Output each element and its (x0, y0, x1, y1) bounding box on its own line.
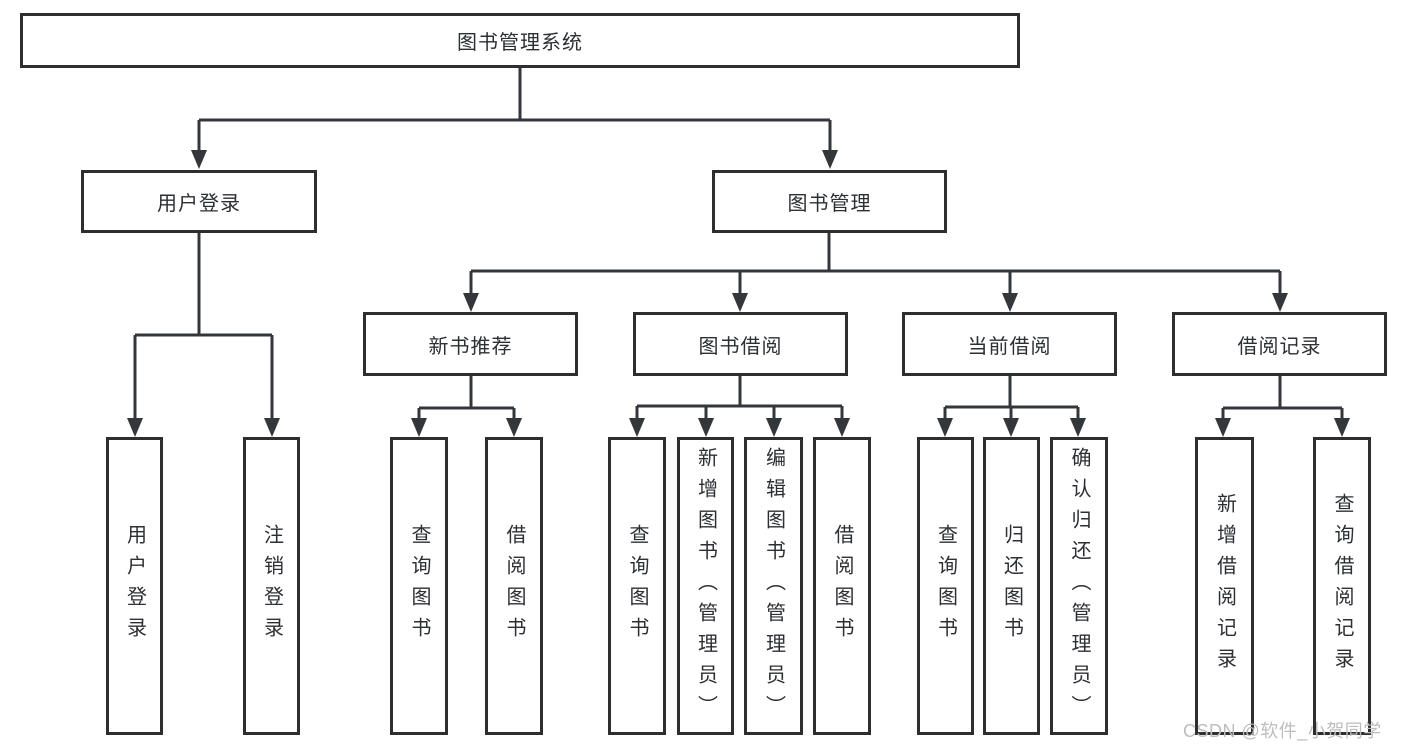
leaf-query-books-recommend: 查询图书 (390, 437, 448, 735)
node-book-borrow-label: 图书借阅 (698, 335, 783, 358)
node-current-borrow: 当前借阅 (902, 312, 1117, 376)
leaf-borrow-books: 借阅图书 (813, 437, 871, 735)
leaf-add-borrow-record-label: 新增借阅记录 (1213, 493, 1236, 679)
node-book-management-label: 图书管理 (787, 193, 872, 215)
leaf-query-books-recommend-label: 查询图书 (408, 524, 430, 648)
node-new-book-recommend-label: 新书推荐 (428, 335, 513, 358)
node-borrow-records: 借阅记录 (1172, 312, 1387, 376)
csdn-watermark: CSDN @软件_小贺同学 (1183, 721, 1382, 741)
leaf-edit-books-admin-label: 编辑图书（管理员） (762, 446, 785, 726)
leaf-query-books-current-label: 查询图书 (934, 524, 957, 648)
leaf-logout-label: 注销登录 (260, 524, 283, 648)
leaf-user-login: 用户登录 (106, 437, 163, 735)
leaf-edit-books-admin: 编辑图书（管理员） (744, 437, 803, 735)
leaf-query-borrow-record-label: 查询借阅记录 (1331, 493, 1353, 679)
node-book-borrow: 图书借阅 (633, 312, 848, 376)
leaf-confirm-return-admin: 确认归还（管理员） (1050, 437, 1108, 735)
leaf-add-books-admin-label: 新增图书（管理员） (694, 446, 717, 726)
node-new-book-recommend: 新书推荐 (363, 312, 578, 376)
leaf-borrow-books-recommend: 借阅图书 (485, 437, 543, 735)
leaf-logout: 注销登录 (243, 437, 300, 735)
leaf-return-books-label: 归还图书 (1000, 524, 1023, 648)
leaf-add-borrow-record: 新增借阅记录 (1195, 437, 1254, 735)
leaf-borrow-books-recommend-label: 借阅图书 (503, 524, 525, 648)
node-root-system: 图书管理系统 (20, 13, 1020, 68)
node-root-label: 图书管理系统 (457, 32, 583, 54)
leaf-query-books-borrow-label: 查询图书 (626, 524, 648, 648)
node-current-borrow-label: 当前借阅 (967, 335, 1052, 358)
node-borrow-records-label: 借阅记录 (1237, 335, 1322, 358)
node-book-management: 图书管理 (712, 170, 947, 233)
leaf-user-login-label: 用户登录 (123, 524, 146, 648)
arrowheads (127, 150, 1350, 437)
leaf-borrow-books-label: 借阅图书 (831, 524, 853, 648)
leaf-query-books-borrow: 查询图书 (608, 437, 666, 735)
leaf-query-books-current: 查询图书 (917, 437, 974, 735)
leaf-add-books-admin: 新增图书（管理员） (677, 437, 734, 735)
leaf-return-books: 归还图书 (983, 437, 1040, 735)
node-user-login-label: 用户登录 (157, 193, 241, 215)
node-user-login: 用户登录 (81, 170, 317, 233)
leaf-query-borrow-record: 查询借阅记录 (1313, 437, 1371, 735)
leaf-confirm-return-admin-label: 确认归还（管理员） (1068, 446, 1090, 726)
